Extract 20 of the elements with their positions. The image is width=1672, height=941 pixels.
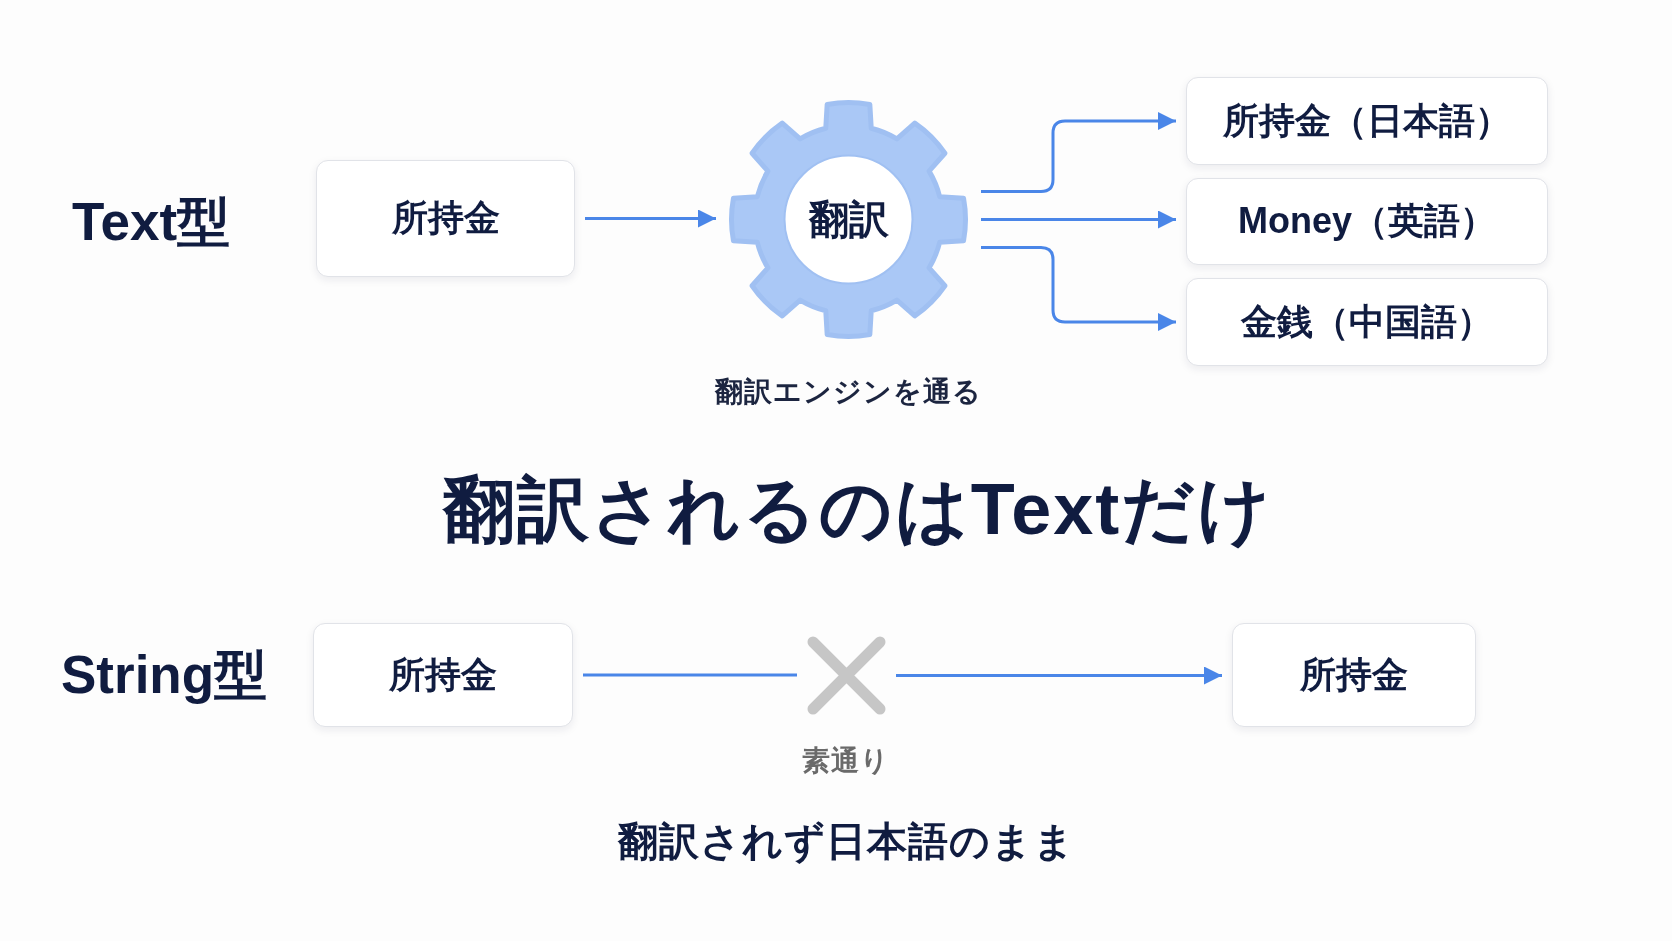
row-label: Text型 [72, 191, 231, 253]
connector-line [583, 673, 797, 677]
cross-icon [807, 636, 886, 715]
text-box: 所持金 [313, 623, 573, 727]
text-box: 金銭（中国語） [1186, 278, 1548, 366]
gear: 翻訳 [726, 97, 971, 342]
text-box: 所持金（日本語） [1186, 77, 1548, 165]
arrow [585, 209, 716, 228]
note: 翻訳されず日本語のまま [617, 818, 1075, 864]
arrow [981, 210, 1176, 229]
text-box: 所持金 [316, 160, 575, 277]
arrow [981, 246, 1176, 331]
arrow [896, 666, 1222, 685]
text-box: Money（英語） [1186, 178, 1548, 265]
arrow [981, 112, 1176, 193]
headline: 翻訳されるのはTextだけ [442, 467, 1274, 551]
node-label: 翻訳エンジンを通る [714, 375, 982, 409]
row-label: String型 [61, 644, 268, 706]
node-label: 素通り [802, 744, 890, 778]
text-box: 所持金 [1232, 623, 1476, 727]
